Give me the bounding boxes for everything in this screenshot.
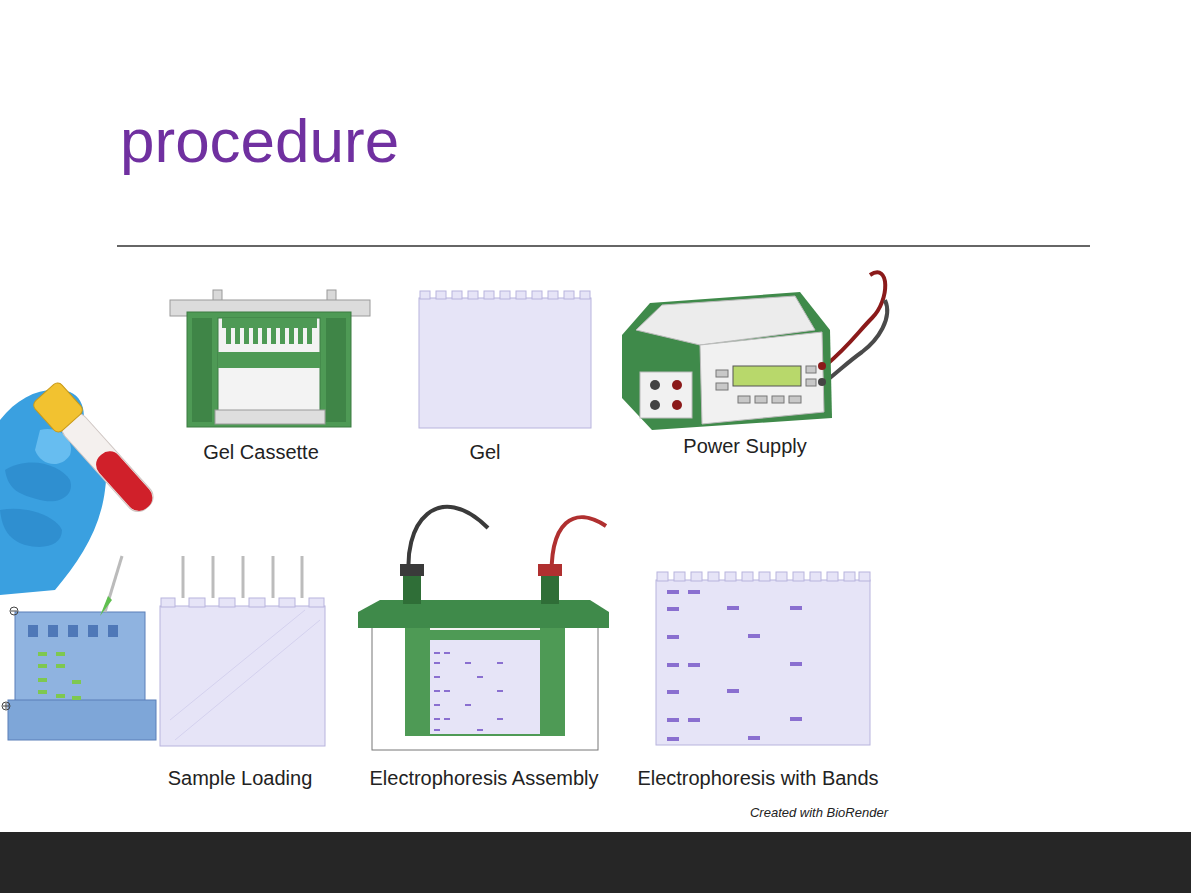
figure-label: Electrophoresis Assembly [370,766,599,790]
figure-label: Sample Loading [168,766,313,790]
gel-figure [419,291,591,428]
figure-label: Electrophoresis with Bands [637,766,878,790]
credit-note: Created with BioRender [750,805,888,821]
figure-label: Gel [469,440,500,464]
blood-tube-photo [0,381,161,595]
power-supply-figure [622,272,887,430]
gel-photo [2,556,156,740]
footer-bar [0,832,1191,893]
figure-label: Power Supply [683,434,806,458]
gel-cassette-figure [170,290,370,427]
slide-title: procedure [120,104,399,178]
gel-bands-figure [656,572,870,745]
title-rule [117,245,1090,247]
electrophoresis-assembly-figure [358,507,609,750]
figure-label: Gel Cassette [203,440,319,464]
sample-loading-figure [160,556,325,746]
